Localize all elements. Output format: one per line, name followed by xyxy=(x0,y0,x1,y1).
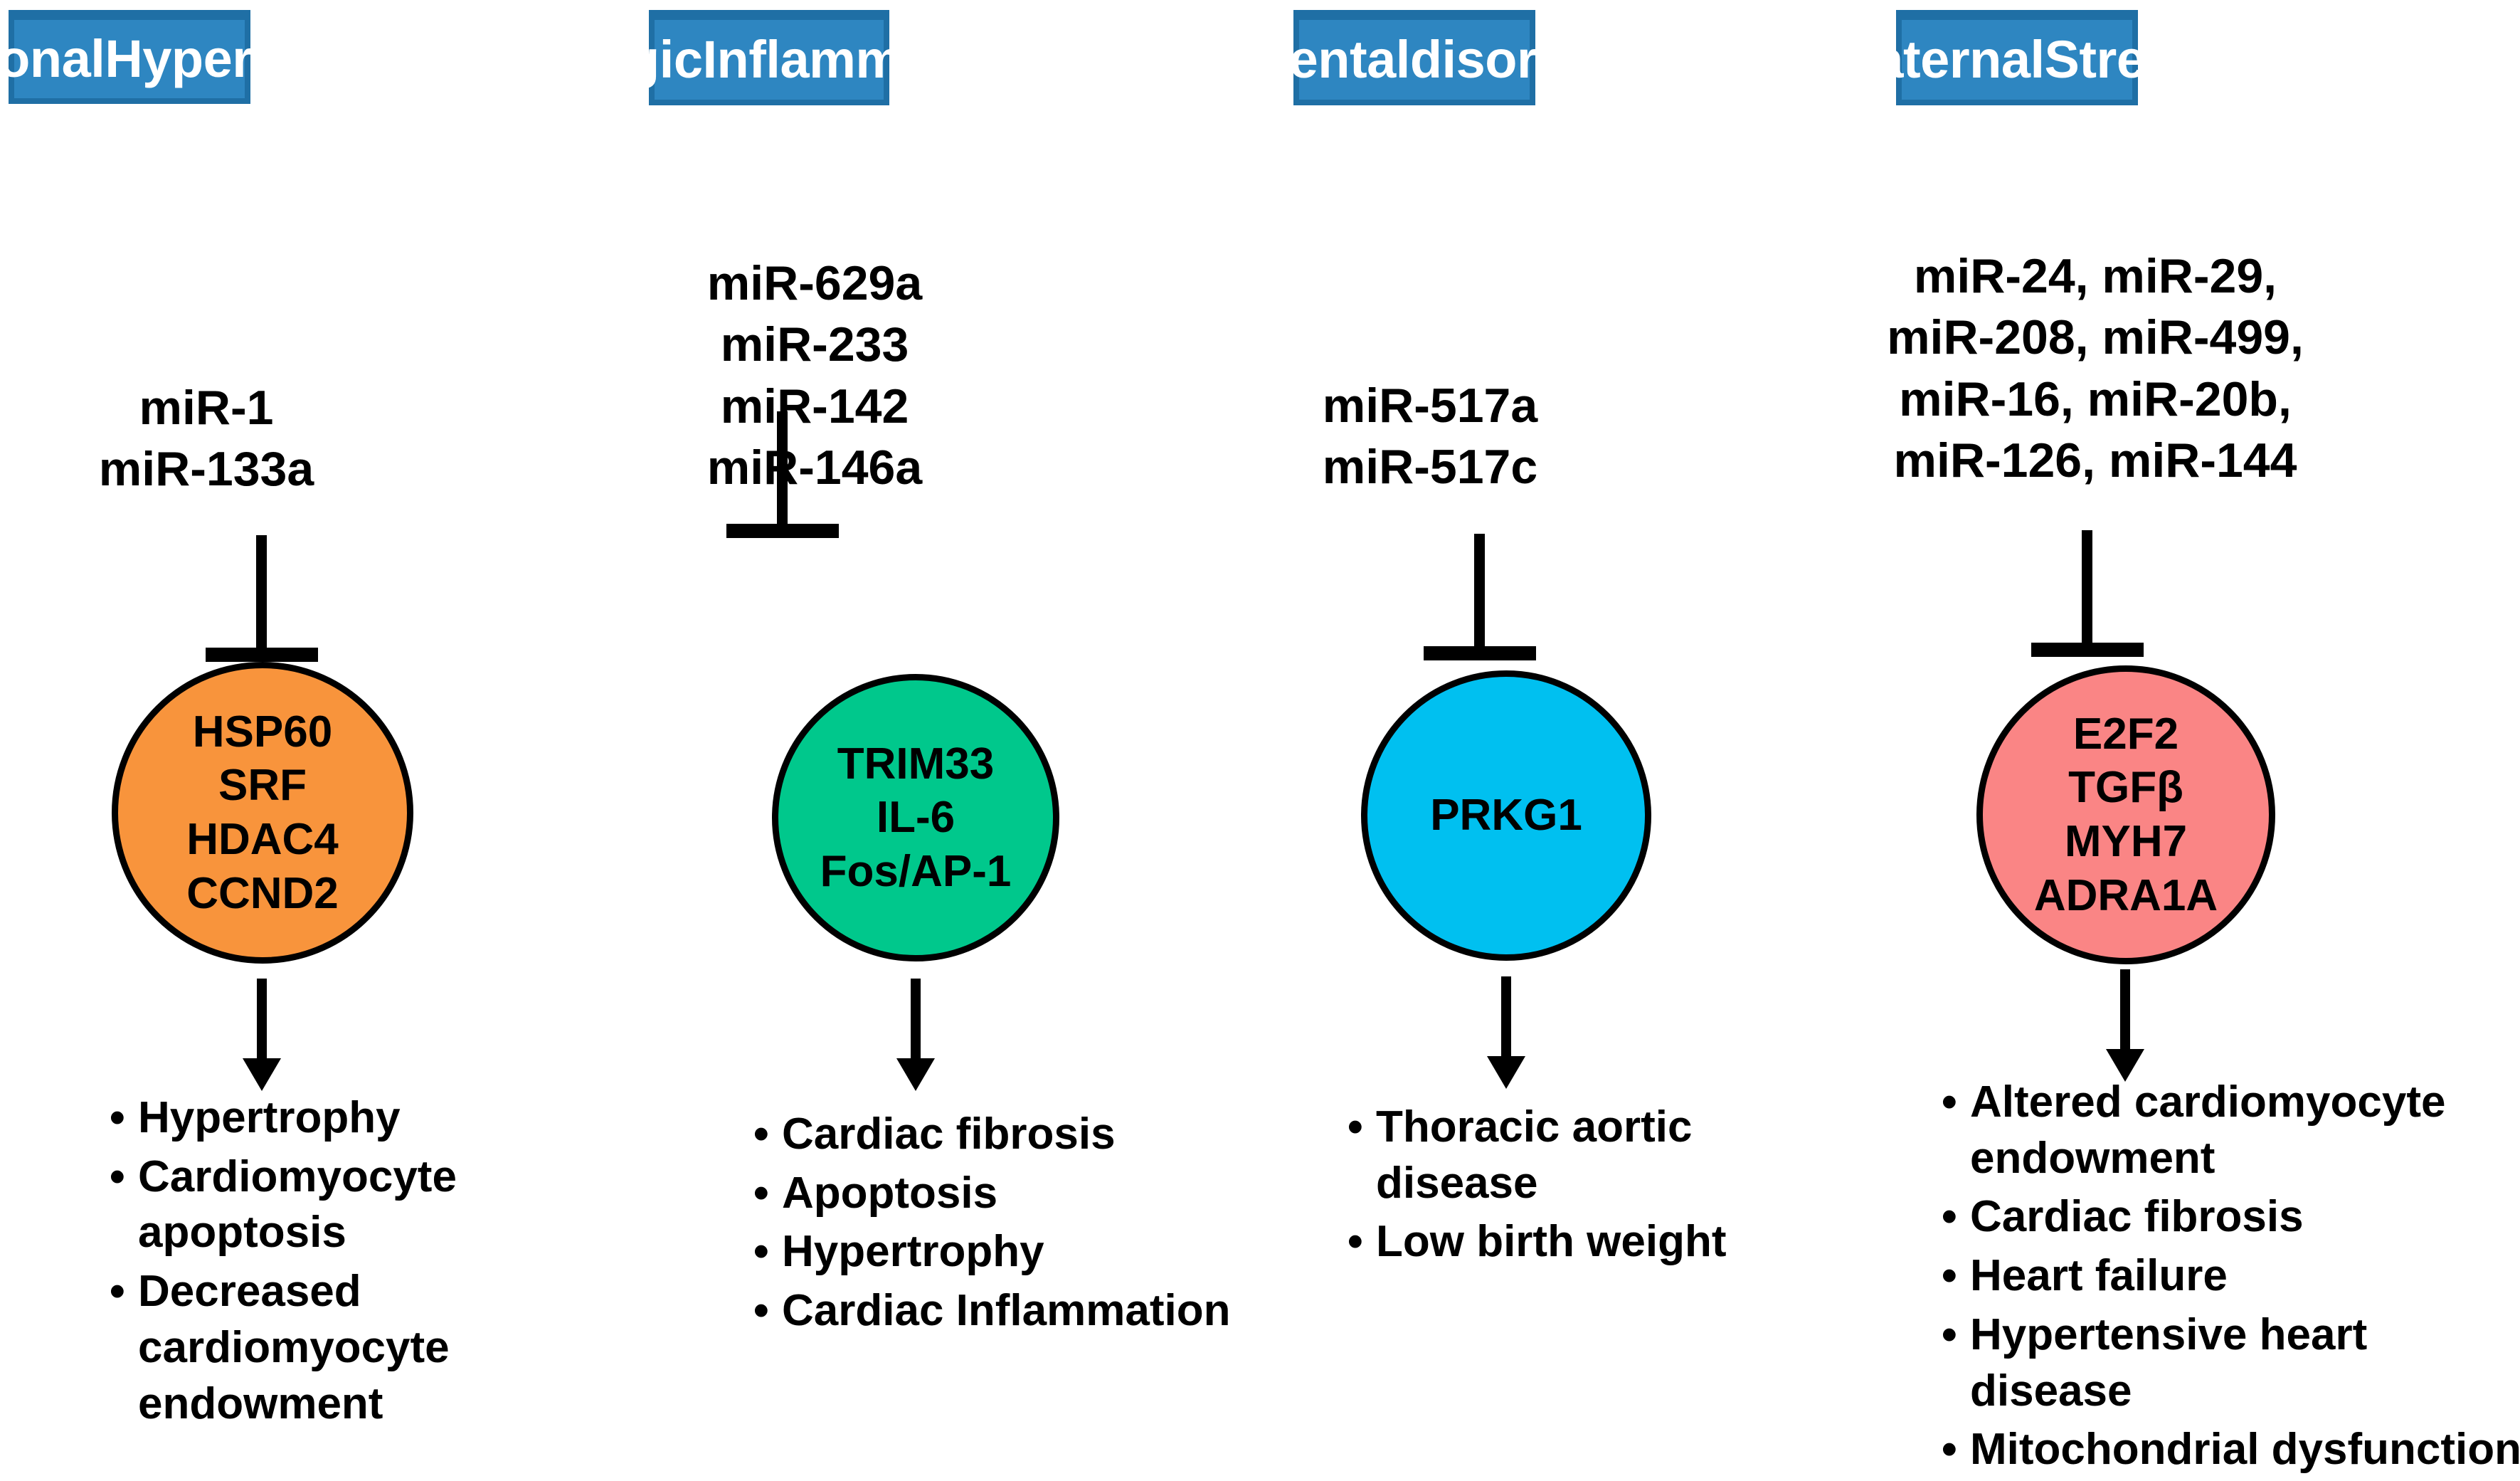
mirna-item: miR-146a xyxy=(706,441,923,495)
connector-stem xyxy=(256,535,267,649)
condition-header-line-2: disorders xyxy=(1409,30,1647,90)
condition-header-line-1: Placental xyxy=(1182,30,1410,90)
outcome-item: Decreased cardiomyocyte endowment xyxy=(107,1264,548,1432)
arrow-shaft xyxy=(911,979,921,1063)
mirna-item: miR-16, miR-20b, xyxy=(1899,371,2292,426)
outcome-item: Hypertensive heart disease xyxy=(1939,1307,2520,1419)
outcome-item: Heart failure xyxy=(1939,1248,2520,1305)
target-gene-circle: E2F2 TGFβ MYH7 ADRA1A xyxy=(1976,665,2275,964)
mirna-item: miR-133a xyxy=(98,442,314,497)
connector-stem xyxy=(2082,530,2092,644)
connector-stem xyxy=(777,411,788,525)
outcome-list: Cardiac fibrosis Apoptosis Hypertrophy C… xyxy=(751,1107,1249,1342)
pathway-column-placental-disorders: Placental disorders miR-517a miR-517c PR… xyxy=(1182,0,1814,1467)
target-gene-circle: PRKG1 xyxy=(1361,670,1651,961)
condition-header-line-2: Inflammation xyxy=(702,30,1026,90)
mirna-item: miR-517a xyxy=(1322,379,1538,433)
condition-header-line-2: Hypertension xyxy=(105,29,438,89)
gene-label: HDAC4 xyxy=(186,815,339,864)
outcome-list: Altered cardiomyocyte endowment Cardiac … xyxy=(1939,1075,2520,1481)
inhibition-bar xyxy=(726,524,839,538)
condition-header-line-2: Stress xyxy=(2044,30,2204,90)
mirna-list: miR-629a miR-233 miR-142 miR-146a xyxy=(662,253,968,498)
mirna-list: miR-517a miR-517c xyxy=(1266,375,1594,498)
mirna-item: miR-629a xyxy=(706,256,923,310)
pathway-column-maternal-stress: Maternal Stress miR-24, miR-29, miR-208,… xyxy=(1814,0,2520,1478)
mirna-item: miR-24, miR-29, xyxy=(1913,249,2277,303)
gene-label: E2F2 xyxy=(2072,709,2179,759)
condition-header-box: Gestational Hypertension xyxy=(0,10,438,104)
arrow-shaft xyxy=(2120,969,2130,1053)
outcome-item: Apoptosis xyxy=(751,1166,1249,1222)
mirna-item: miR-142 xyxy=(720,379,909,433)
target-gene-circle: TRIM33 IL-6 Fos/AP-1 xyxy=(772,674,1059,961)
arrow-shaft xyxy=(257,979,267,1063)
outcome-list: Hypertrophy Cardiomyocyte apoptosis Decr… xyxy=(107,1090,548,1435)
gene-label: Fos/AP-1 xyxy=(820,846,1012,896)
gene-label: ADRA1A xyxy=(2033,870,2218,920)
condition-header-box: Placental disorders xyxy=(1182,10,1647,105)
outcome-item: Hypertrophy xyxy=(751,1224,1249,1280)
arrow-head xyxy=(243,1058,281,1091)
gene-label: IL-6 xyxy=(876,793,955,843)
mirna-item: miR-126, miR-144 xyxy=(1893,433,2297,488)
target-gene-circle: HSP60 SRF HDAC4 CCND2 xyxy=(112,662,413,964)
outcome-list: Thoracic aortic disease Low birth weight xyxy=(1345,1100,1800,1273)
outcome-item: Altered cardiomyocyte endowment xyxy=(1939,1075,2520,1186)
outcome-item: Mitochondrial dysfunction xyxy=(1939,1422,2520,1478)
outcome-item: Thoracic aortic disease xyxy=(1345,1100,1800,1211)
arrow-head xyxy=(896,1058,935,1091)
pathway-column-allergic-inflammation: Allergic Inflammation miR-629a miR-233 m… xyxy=(512,0,1230,1467)
pathway-column-gestational-hypertension: Gestational Hypertension miR-1 miR-133a … xyxy=(0,0,569,1467)
condition-header-line-1: Maternal xyxy=(1831,30,2045,90)
mirna-list: miR-1 miR-133a xyxy=(0,377,413,500)
mirna-item: miR-517c xyxy=(1322,440,1538,495)
mirna-item: miR-1 xyxy=(139,381,274,435)
connector-stem xyxy=(1474,534,1485,648)
gene-label: TRIM33 xyxy=(837,739,995,789)
mirna-item: miR-233 xyxy=(720,317,909,372)
arrow-shaft xyxy=(1501,976,1511,1060)
inhibition-bar xyxy=(1424,646,1536,660)
gene-label: SRF xyxy=(218,761,307,811)
inhibition-bar xyxy=(206,648,318,662)
outcome-item: Low birth weight xyxy=(1345,1214,1800,1270)
outcome-item: Cardiomyocyte apoptosis xyxy=(107,1149,548,1261)
outcome-item: Cardiac Inflammation xyxy=(751,1283,1249,1339)
condition-header-box: Allergic Inflammation xyxy=(512,10,1026,105)
gene-label: TGFβ xyxy=(2068,763,2183,813)
condition-header-line-1: Gestational xyxy=(0,29,105,89)
gene-label: HSP60 xyxy=(192,707,333,757)
gene-label: CCND2 xyxy=(186,868,339,918)
gene-label: MYH7 xyxy=(2064,817,2188,866)
outcome-item: Hypertrophy xyxy=(107,1090,548,1147)
mirna-item: miR-208, miR-499, xyxy=(1887,310,2304,365)
outcome-item: Cardiac fibrosis xyxy=(1939,1189,2520,1245)
condition-header-box: Maternal Stress xyxy=(1831,10,2203,105)
arrow-head xyxy=(1487,1056,1525,1089)
inhibition-bar xyxy=(2031,643,2144,657)
outcome-item: Cardiac fibrosis xyxy=(751,1107,1249,1163)
condition-header-line-1: Allergic xyxy=(512,30,703,90)
mirna-list: miR-24, miR-29, miR-208, miR-499, miR-16… xyxy=(1885,246,2305,491)
gene-label: PRKG1 xyxy=(1430,791,1582,840)
